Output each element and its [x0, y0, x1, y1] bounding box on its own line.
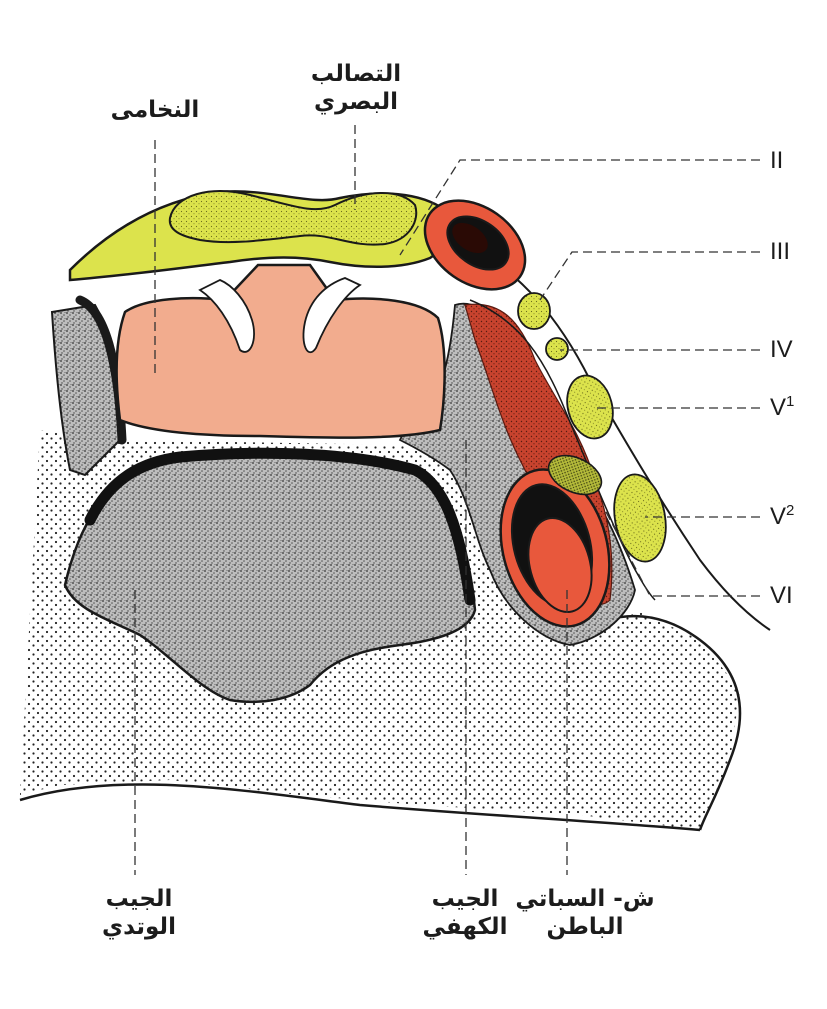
abducens-nerve [547, 454, 603, 496]
label-optic-chiasm: التصالب البصري [310, 61, 402, 115]
pituitary-gland [115, 263, 446, 439]
infundibulum-left-notch [198, 279, 255, 353]
maxillary-nerve-v2 [613, 473, 667, 563]
oculomotor-nerve [517, 292, 551, 330]
label-cavernous-sinus: الجيب الكهفي [422, 886, 508, 940]
label-nerve-V2: V2 [770, 502, 795, 530]
label-hypophysis: النخامى [110, 97, 200, 123]
label-nerve-III: III [770, 238, 791, 265]
carotid-supraclinoid-lumen [452, 222, 488, 254]
ophthalmic-nerve-v1 [566, 374, 614, 440]
lateral-boundary [579, 614, 742, 831]
trochlear-nerve [545, 337, 569, 361]
leader-II [399, 159, 760, 256]
leader-III [539, 251, 760, 301]
carotid-cavernous-lumen [527, 516, 593, 614]
base-boundary [19, 783, 701, 832]
label-nerve-IV: IV [770, 336, 793, 363]
label-internal-carotid: ش- السباتي الباطن [515, 886, 655, 940]
label-nerve-II: II [770, 147, 784, 174]
label-sphenoid-sinus: الجيب الوتدي [102, 886, 176, 940]
optic-chiasm [168, 190, 418, 246]
sinus-roof-dark-edge [84, 447, 476, 606]
infundibulum-right-notch [302, 277, 362, 354]
label-nerve-VI: VI [770, 582, 793, 609]
leader-VI [604, 509, 760, 597]
label-nerve-V1: V1 [770, 393, 795, 421]
